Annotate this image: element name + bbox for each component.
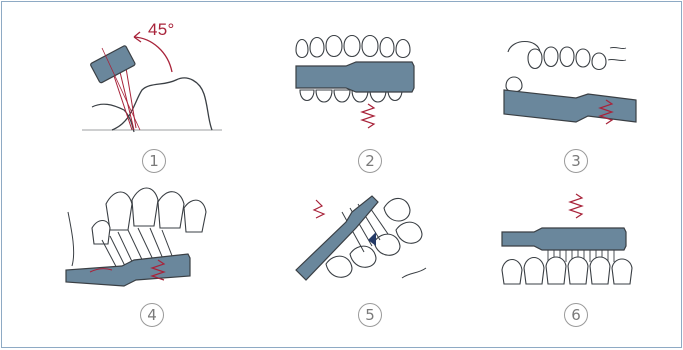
step-number-3: 3 (564, 149, 588, 173)
upper-teeth-brushing-figure (498, 38, 648, 148)
step-number-2: 2 (358, 149, 382, 173)
inner-surface-brushing-figure (292, 182, 442, 297)
chewing-surface-brushing-figure (498, 192, 638, 292)
step-number-4: 4 (140, 303, 164, 327)
step-2-illustration (290, 32, 440, 142)
step-6-illustration (498, 192, 638, 292)
step-number-1: 1 (142, 149, 166, 173)
step-number-6: 6 (564, 303, 588, 327)
outer-surface-brushing-figure (290, 32, 440, 142)
lower-left-brushing-figure (62, 182, 222, 297)
step-number-5: 5 (358, 303, 382, 327)
angle-label-45: 45° (148, 20, 175, 40)
step-3-illustration (498, 38, 648, 148)
step-4-illustration (62, 182, 222, 297)
step-5-illustration (292, 182, 442, 297)
